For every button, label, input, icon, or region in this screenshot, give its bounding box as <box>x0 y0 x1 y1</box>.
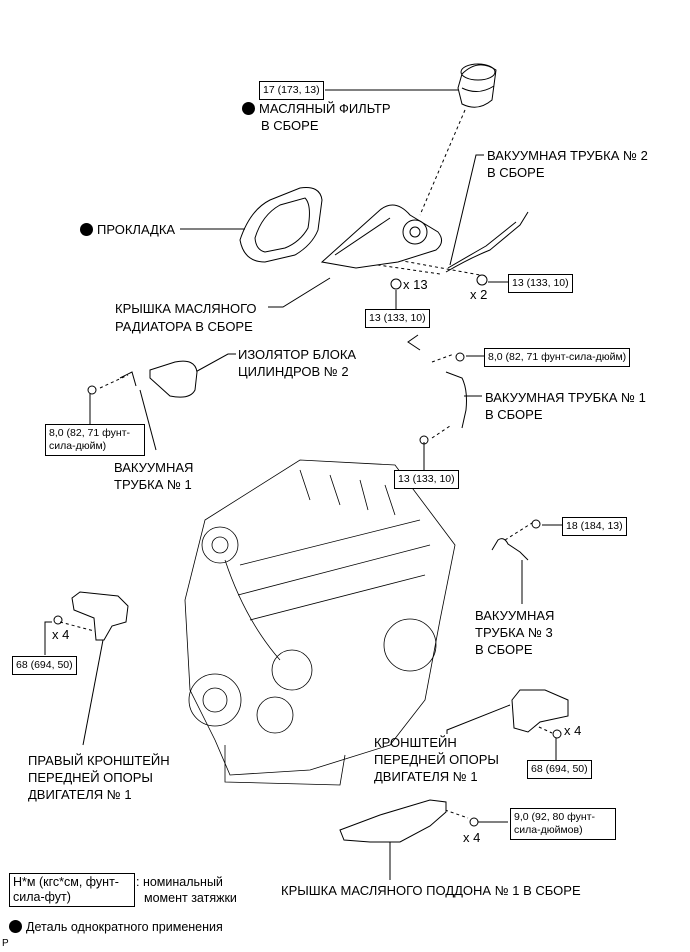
torque-right-mount: 68 (694, 50) <box>12 656 77 675</box>
engine-shape <box>184 459 456 786</box>
label-front-mount-line3: ДВИГАТЕЛЯ № 1 <box>374 769 478 784</box>
vacuum-pipe-1-shape <box>445 371 467 429</box>
leader-insulator <box>189 353 236 376</box>
torque-front-mount: 68 (694, 50) <box>527 760 592 779</box>
bolt-v1small <box>87 385 97 395</box>
label-vacuum-pipe-3-line2: ТРУБКА № 3 <box>475 625 553 640</box>
vacuum-pipe-1-small-shape <box>119 371 137 387</box>
label-front-mount-line2: ПЕРЕДНЕЙ ОПОРЫ <box>374 752 499 767</box>
single-use-dot-icon <box>242 102 255 115</box>
oil-filter-shape <box>457 63 497 108</box>
leader-fmount-label <box>446 704 511 734</box>
label-front-mount: КРОНШТЕЙН <box>374 735 457 750</box>
leader-v1small-label <box>139 389 157 451</box>
oil-cooler-shape <box>320 204 442 269</box>
bolt-vac2 <box>476 274 488 286</box>
torque-vacuum-pipe-2: 13 (133, 10) <box>508 274 573 293</box>
torque-vacuum-pipe-3: 18 (184, 13) <box>562 517 627 536</box>
label-oil-filter-line2: В СБОРЕ <box>261 118 319 133</box>
vacuum-pipe-2-shape <box>445 211 529 273</box>
torque-oil-filter: 17 (173, 13) <box>259 81 324 100</box>
front-mount-bracket-shape <box>511 689 569 733</box>
label-oil-cooler: КРЫШКА МАСЛЯНОГО <box>115 301 257 316</box>
label-oil-filter: МАСЛЯНЫЙ ФИЛЬТР <box>242 100 391 117</box>
label-right-mount-line2: ПЕРЕДНЕЙ ОПОРЫ <box>28 770 153 785</box>
legend-torque-units: Н*м (кгс*см, фунт-сила-фут) <box>9 873 135 907</box>
label-vacuum-pipe-2: ВАКУУМНАЯ ТРУБКА № 2 <box>487 148 648 163</box>
torque-oil-pan-cover: 9,0 (92, 80 фунт-сила-дюймов) <box>510 808 616 840</box>
qty-front-mount: x 4 <box>564 723 582 738</box>
torque-oil-cooler: 13 (133, 10) <box>365 309 430 328</box>
legend-single-use: Деталь однократного применения <box>9 920 223 935</box>
label-right-mount-line3: ДВИГАТЕЛЯ № 1 <box>28 787 132 802</box>
vacuum-pipe-3-shape <box>491 538 529 561</box>
leader-vacuum2 <box>449 154 484 266</box>
qty-vacuum-pipe-2: x 2 <box>470 287 488 302</box>
label-vacuum-pipe-3: ВАКУУМНАЯ <box>475 608 555 623</box>
label-right-mount: ПРАВЫЙ КРОНШТЕЙН <box>28 753 170 768</box>
legend-torque-desc: : номинальный <box>136 875 223 889</box>
torque-vacuum-pipe-1-small: 8,0 (82, 71 фунт-сила-дюйм) <box>45 424 145 456</box>
insulator-shape <box>149 360 198 398</box>
qty-oil-cooler-bolts: x 13 <box>403 277 428 292</box>
qty-oil-pan-cover: x 4 <box>463 830 481 845</box>
oil-pan-cover-shape <box>339 799 447 843</box>
qty-right-mount: x 4 <box>52 627 70 642</box>
leader-rmount-bolt <box>44 621 52 655</box>
single-use-dot-icon <box>9 920 22 933</box>
corner-mark: P <box>2 938 9 949</box>
leader-rmount-label <box>82 639 104 746</box>
label-vacuum-pipe-1-assy-line2: В СБОРЕ <box>485 407 543 422</box>
label-block-insulator-line2: ЦИЛИНДРОВ № 2 <box>238 364 349 379</box>
right-mount-bracket-shape <box>71 591 129 641</box>
label-vacuum-pipe-1-small-line2: ТРУБКА № 1 <box>114 477 192 492</box>
torque-vacuum-pipe-1-bottom: 13 (133, 10) <box>394 470 459 489</box>
leader-oil-cooler <box>268 277 331 308</box>
label-vacuum-pipe-1-small: ВАКУУМНАЯ <box>114 460 194 475</box>
bolt-x13 <box>390 278 402 290</box>
label-gasket: ПРОКЛАДКА <box>80 221 175 238</box>
label-vacuum-pipe-2-line2: В СБОРЕ <box>487 165 545 180</box>
legend-torque-desc-line2: момент затяжки <box>144 891 237 905</box>
gasket-shape <box>239 187 323 263</box>
label-oil-pan-cover: КРЫШКА МАСЛЯНОГО ПОДДОНА № 1 В СБОРЕ <box>281 883 581 898</box>
single-use-dot-icon <box>80 223 93 236</box>
label-oil-cooler-line2: РАДИАТОРА В СБОРЕ <box>115 319 253 334</box>
label-vacuum-pipe-3-line3: В СБОРЕ <box>475 642 533 657</box>
torque-vacuum-pipe-1-top: 8,0 (82, 71 фунт-сила-дюйм) <box>484 348 631 367</box>
label-block-insulator: ИЗОЛЯТОР БЛОКА <box>238 347 357 362</box>
label-vacuum-pipe-1-assy: ВАКУУМНАЯ ТРУБКА № 1 <box>485 390 646 405</box>
